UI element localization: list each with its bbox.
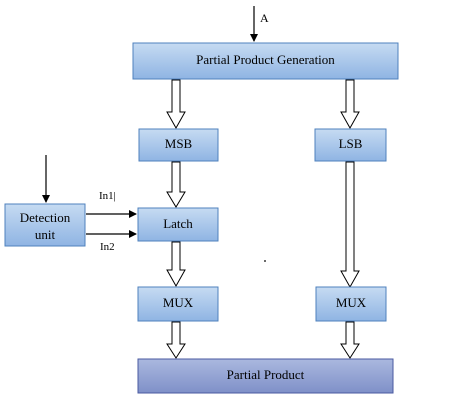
in1-label: In1|: [99, 190, 116, 202]
arrow-ppg-to-msb: [166, 79, 186, 130]
msb-box: MSB: [138, 128, 219, 162]
latch-label: Latch: [163, 216, 193, 231]
input-a-label: A: [260, 11, 269, 25]
arrow-latch-to-mux-left: [166, 241, 186, 288]
mux-right-box: MUX: [315, 286, 387, 322]
in2-label: In2: [100, 241, 115, 253]
latch-box: Latch: [137, 207, 219, 242]
arrow-msb-to-latch: [166, 161, 186, 208]
partial-product-generation-box: Partial Product Generation: [132, 42, 399, 80]
detection-label-line1: Detection: [20, 210, 71, 225]
arrow-mux-left-to-output: [166, 321, 186, 359]
detection-label-line2: unit: [35, 227, 56, 242]
ppg-label: Partial Product Generation: [196, 52, 335, 67]
lsb-label: LSB: [339, 136, 363, 151]
partial-product-label: Partial Product: [227, 367, 305, 382]
stray-dot: [264, 260, 266, 262]
lsb-box: LSB: [314, 128, 387, 162]
partial-product-box: Partial Product: [137, 358, 394, 394]
arrow-ppg-to-lsb: [340, 79, 360, 130]
msb-label: MSB: [165, 136, 193, 151]
mux-right-label: MUX: [336, 295, 367, 310]
mux-left-label: MUX: [163, 295, 194, 310]
detection-unit-box: Detection unit: [4, 203, 86, 247]
arrow-mux-right-to-output: [340, 321, 360, 359]
mux-left-box: MUX: [137, 286, 219, 322]
arrow-lsb-to-mux-right: [340, 161, 360, 289]
